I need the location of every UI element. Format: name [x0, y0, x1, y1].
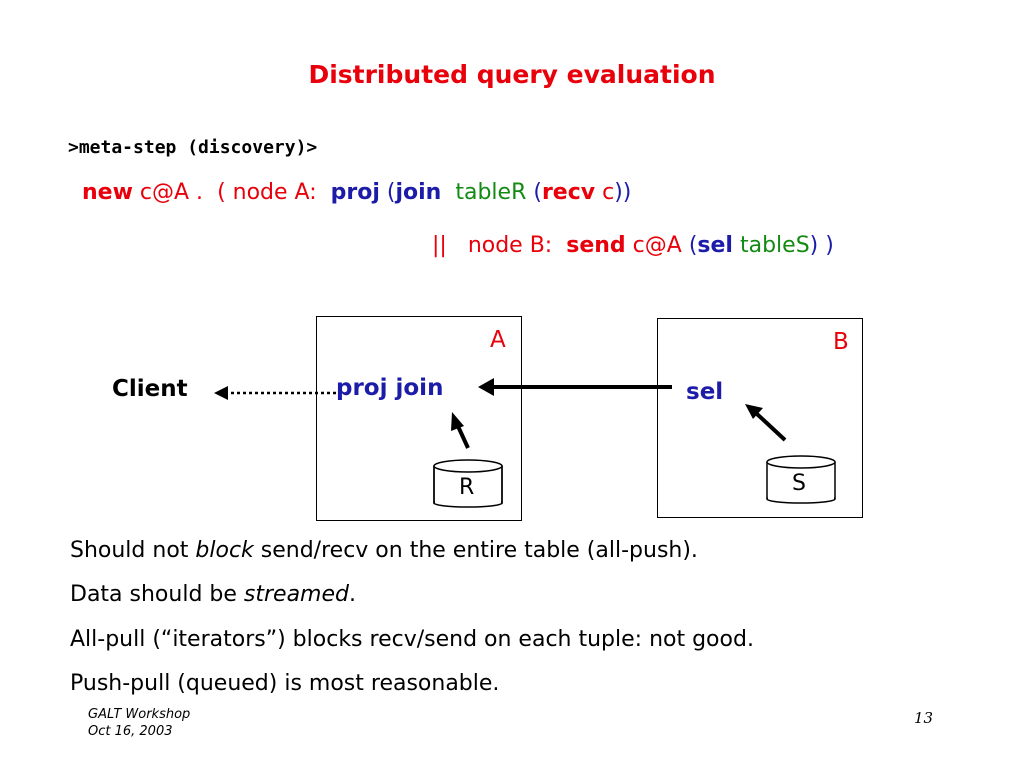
bullet-2-post: .	[349, 582, 356, 607]
bullet-1-em: block	[195, 538, 254, 563]
keyword-new: new	[82, 180, 133, 205]
code-line-1: new c@A . ( node A: proj (join tableR (r…	[82, 180, 631, 205]
node-b-label: B	[833, 329, 849, 355]
code-node-b: node B:	[467, 233, 553, 258]
bullet-1: Should not block send/recv on the entire…	[70, 538, 698, 563]
keyword-proj: proj	[330, 180, 380, 205]
code-parallel: ||	[432, 233, 447, 258]
bullet-4: Push-pull (queued) is most reasonable.	[70, 671, 500, 696]
code-table-s: tableS	[739, 233, 810, 258]
bullet-1-pre: Should not	[70, 538, 196, 563]
proj-join-label: proj join	[336, 375, 444, 401]
keyword-sel: sel	[697, 233, 733, 258]
node-a-label: A	[490, 327, 506, 353]
footer-date: Oct 16, 2003	[88, 724, 173, 739]
send-arrow	[478, 378, 672, 396]
r-arrow	[451, 412, 470, 449]
code-c: c	[602, 180, 615, 205]
sel-label: sel	[686, 379, 724, 405]
code-table-r: tableR	[455, 180, 527, 205]
keyword-join: join	[395, 180, 442, 205]
code-paren: (	[386, 180, 396, 205]
client-arrow	[214, 386, 336, 400]
table-r-cylinder	[433, 459, 503, 508]
table-s-cylinder	[766, 455, 836, 504]
table-s-label: S	[792, 471, 806, 496]
bullet-2-pre: Data should be	[70, 582, 244, 607]
code-line-2: || node B: send c@A (sel tableS) )	[432, 233, 834, 258]
bullet-1-post: send/recv on the entire table (all-push)…	[253, 538, 698, 563]
code-c-at-a: c@A .	[139, 180, 204, 205]
table-r-label: R	[459, 475, 475, 500]
keyword-recv: recv	[541, 180, 596, 205]
bullet-3: All-pull (“iterators”) blocks recv/send …	[70, 627, 754, 652]
footer-workshop: GALT Workshop	[88, 707, 191, 722]
code-close: ))	[614, 180, 632, 205]
code-c-at-a: c@A	[632, 233, 682, 258]
keyword-send: send	[566, 233, 626, 258]
meta-step-label: >meta-step (discovery)>	[68, 137, 318, 158]
code-paren: (	[688, 233, 698, 258]
code-node-a: ( node A:	[217, 180, 317, 205]
s-arrow	[745, 404, 787, 442]
slide-title: Distributed query evaluation	[308, 60, 716, 89]
code-paren: (	[533, 180, 542, 205]
page-number: 13	[914, 709, 934, 727]
bullet-2: Data should be streamed.	[70, 582, 356, 607]
bullet-2-em: streamed	[243, 582, 349, 607]
code-close: ) )	[809, 233, 834, 258]
client-label: Client	[112, 376, 188, 402]
